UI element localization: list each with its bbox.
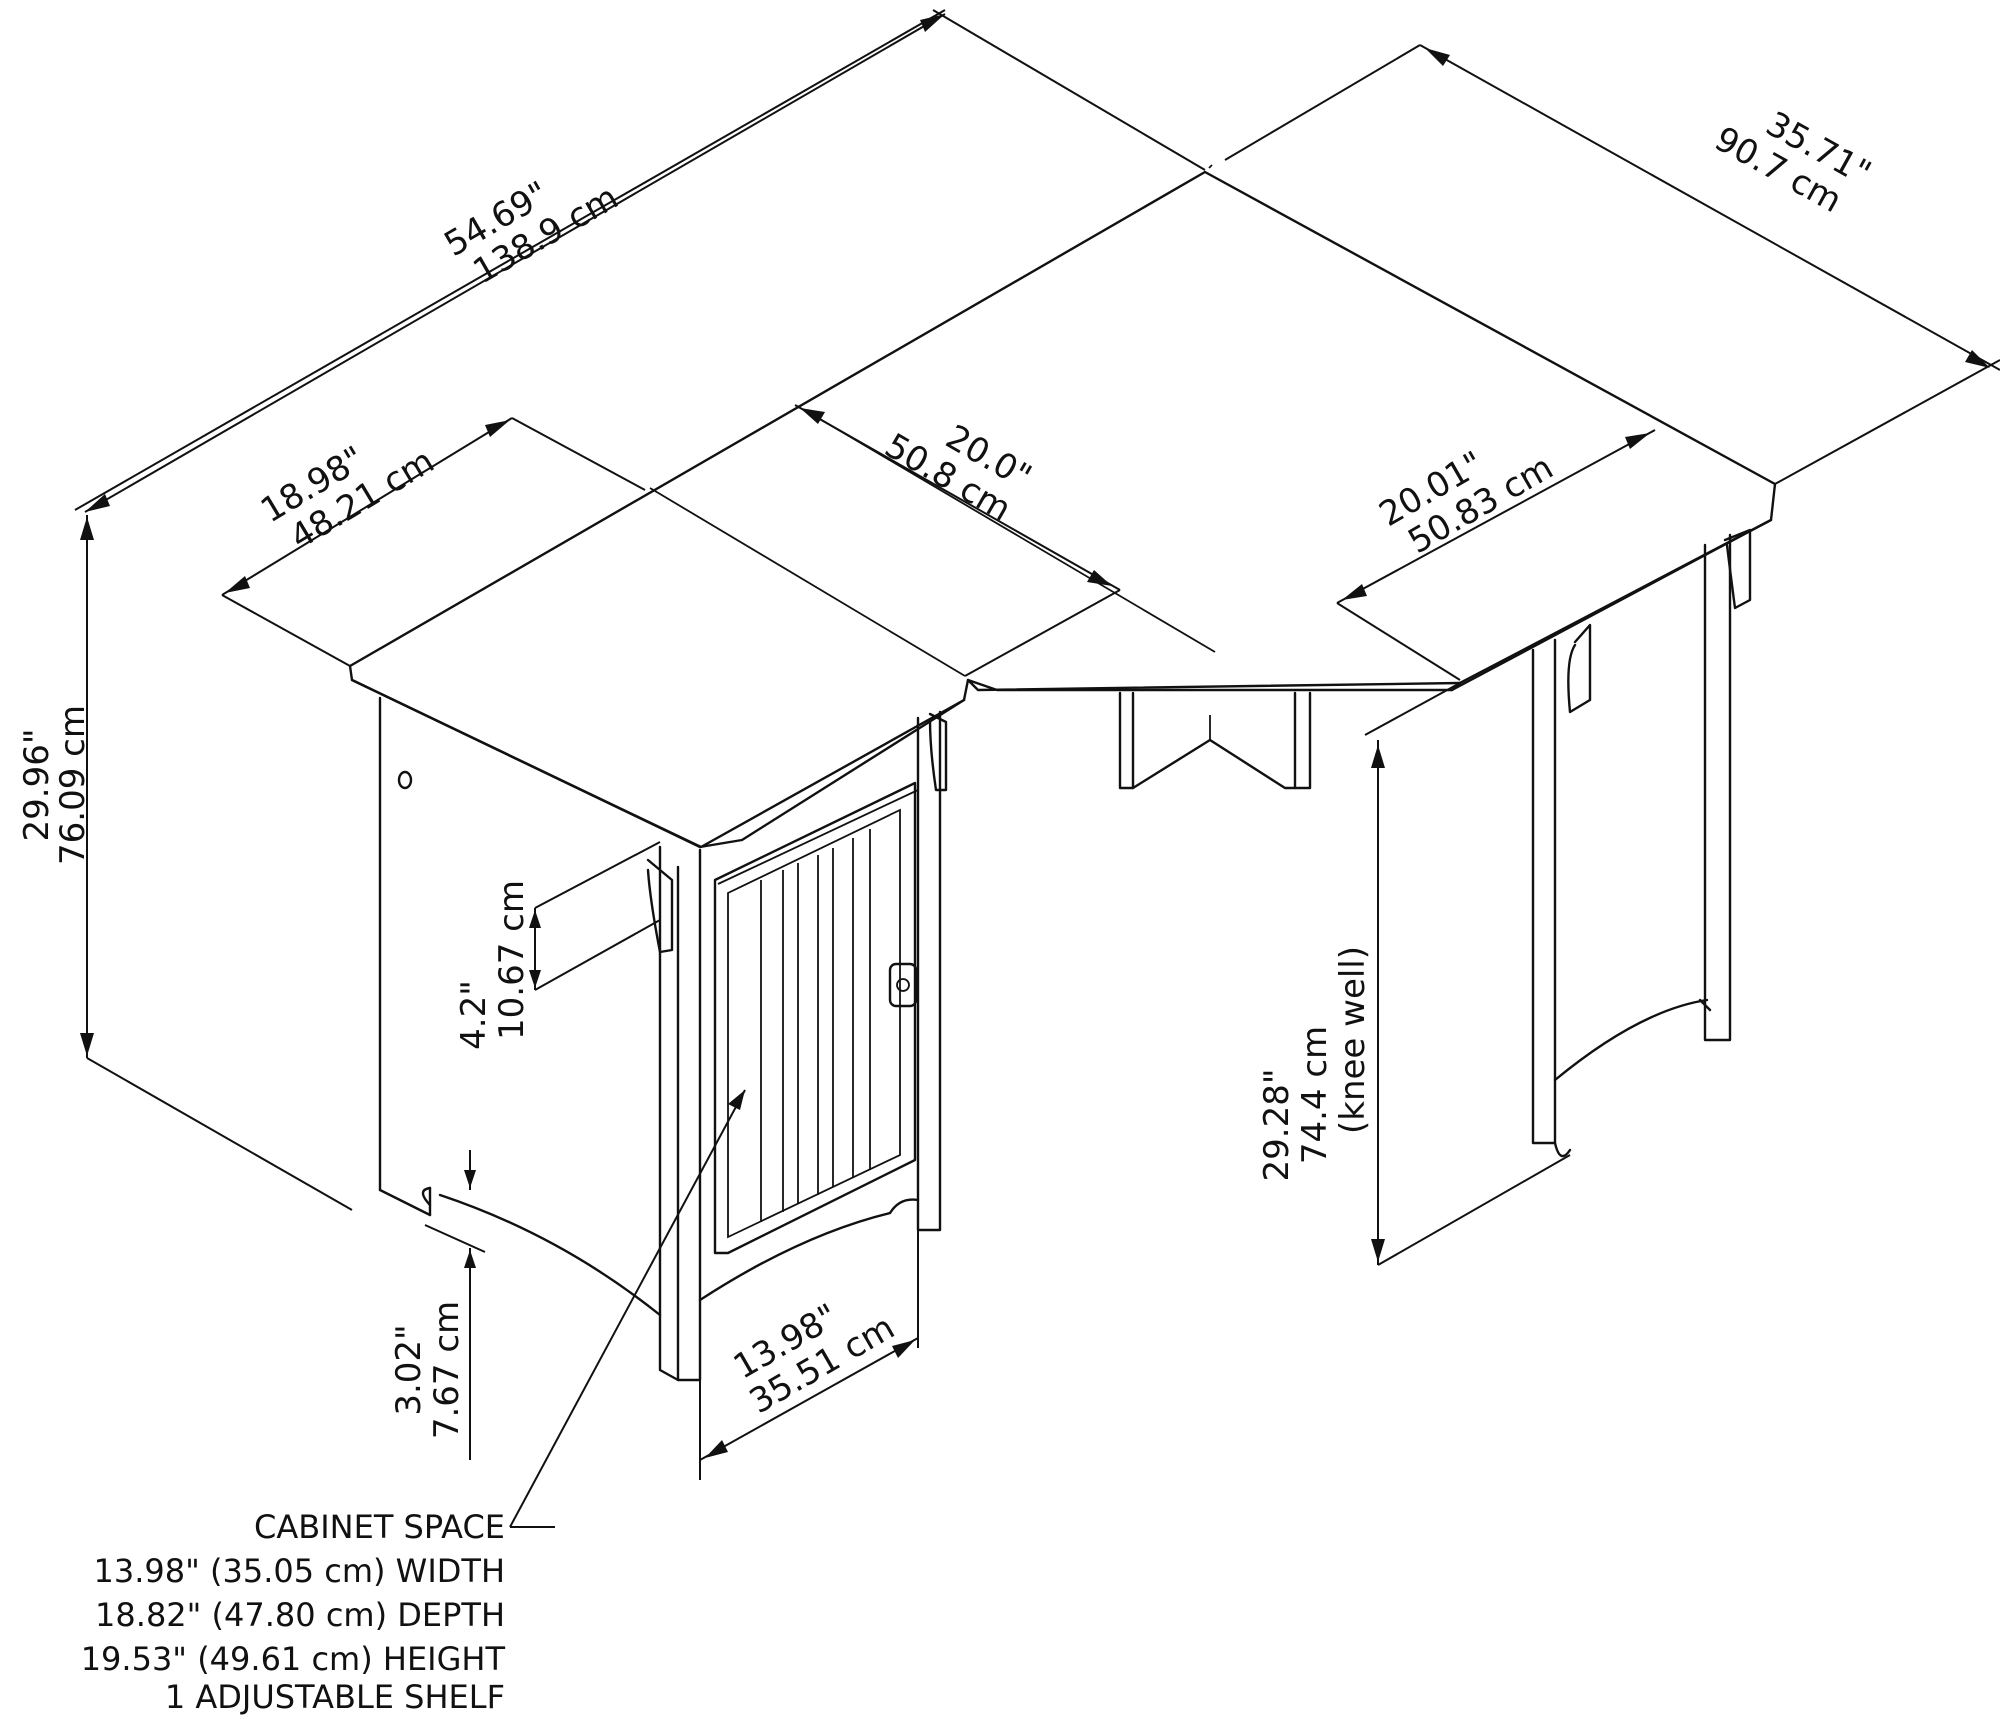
cabinet-space-depth: 18.82" (47.80 cm) DEPTH xyxy=(95,1596,505,1634)
knee-well-cm: 74.4 cm xyxy=(1295,1026,1335,1164)
right-legs xyxy=(1531,528,1752,1158)
height-cm: 76.09 cm xyxy=(53,705,93,865)
cabinet-space-shelf: 1 ADJUSTABLE SHELF xyxy=(164,1678,505,1716)
cabinet-door xyxy=(713,781,917,1255)
toe-kick-in: 3.02" xyxy=(389,1324,429,1415)
toe-kick-cm: 7.67 cm xyxy=(427,1301,467,1439)
cabinet-space-width: 13.98" (35.05 cm) WIDTH xyxy=(93,1552,505,1590)
dimension-lines xyxy=(74,9,2000,1528)
desk-drawing xyxy=(348,164,1777,1382)
apron-cm: 10.67 cm xyxy=(492,880,532,1040)
desktop-outline xyxy=(348,170,1777,849)
center-support xyxy=(1118,691,1312,790)
height-in: 29.96" xyxy=(17,729,57,842)
knee-well-note: (knee well) xyxy=(1333,946,1373,1134)
apron-in: 4.2" xyxy=(454,980,494,1050)
desktop-seam-left xyxy=(649,487,966,677)
desktop-seam-right xyxy=(1208,164,1213,169)
cabinet-space-title: CABINET SPACE xyxy=(254,1508,505,1546)
knee-well-in: 29.28" xyxy=(1257,1069,1297,1182)
door-handle-icon xyxy=(888,962,918,1008)
dimension-labels: 54.69" 138.9 cm 35.71" 90.7 cm 18.98" 48… xyxy=(17,104,1877,1439)
cabinet-space-height: 19.53" (49.61 cm) HEIGHT xyxy=(80,1640,505,1678)
